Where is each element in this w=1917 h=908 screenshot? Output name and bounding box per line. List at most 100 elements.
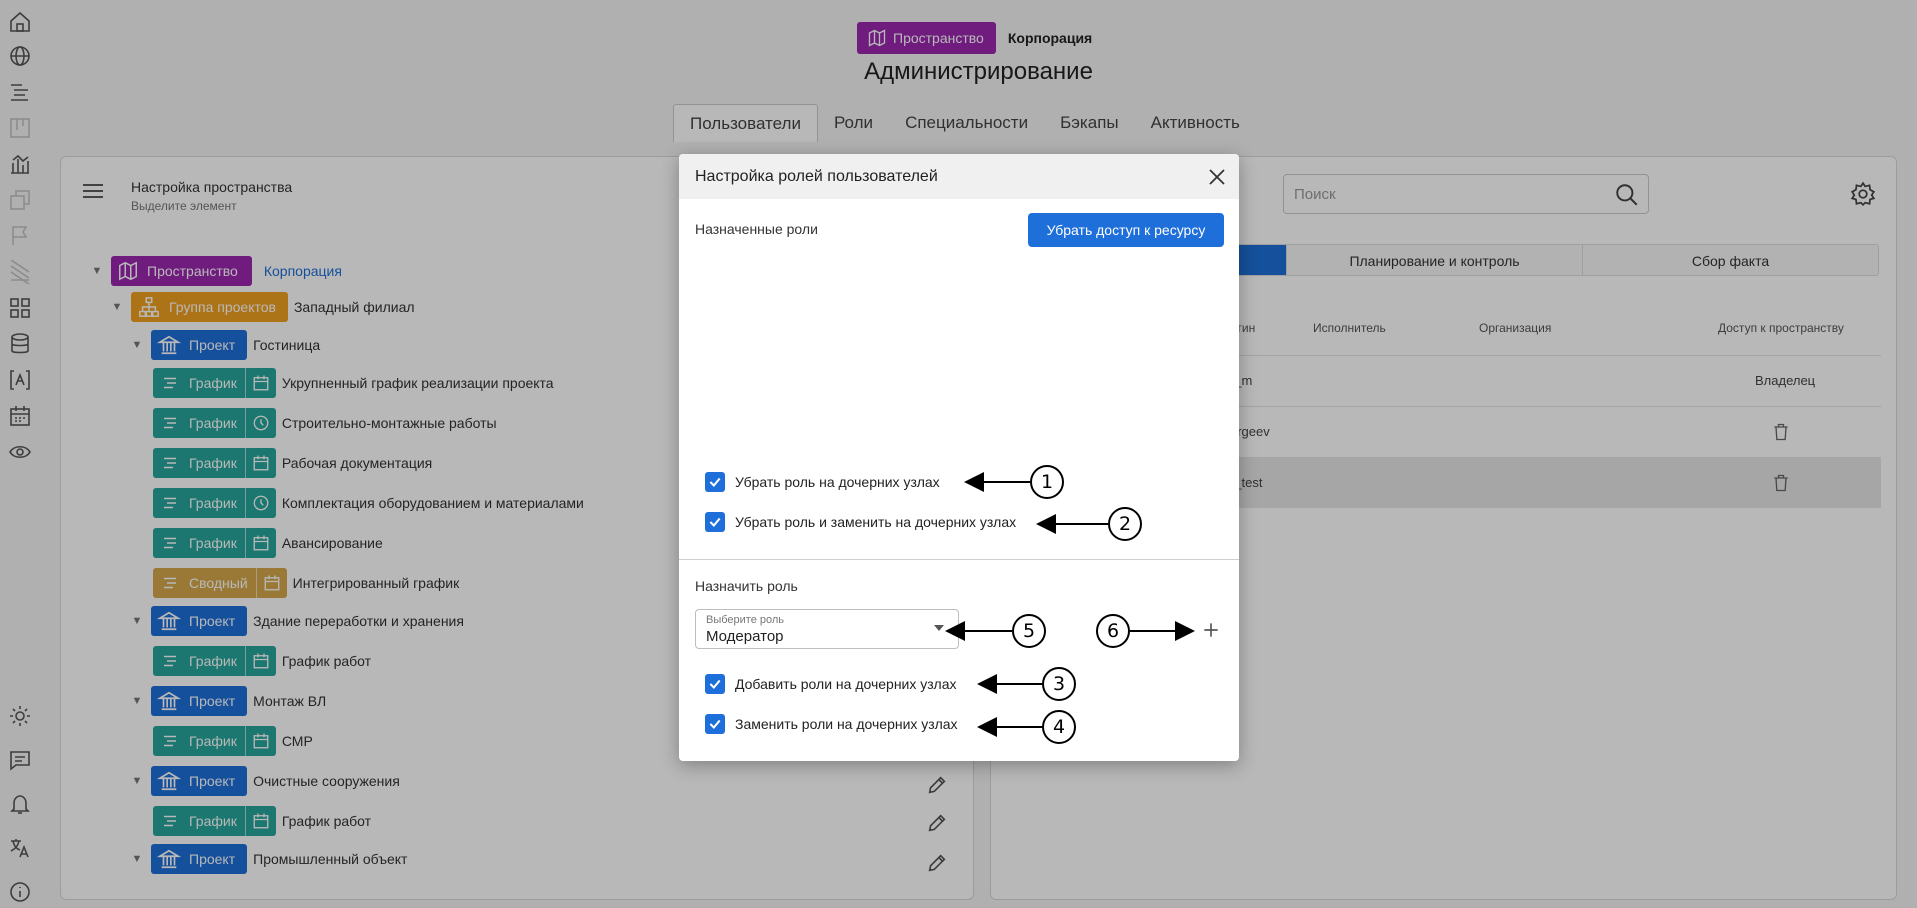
trash-icon[interactable] bbox=[1771, 473, 1791, 493]
gantt-icon bbox=[159, 534, 181, 552]
flag-icon[interactable] bbox=[8, 224, 32, 248]
chip-label: График bbox=[189, 733, 237, 749]
checkbox-label: Убрать роль и заменить на дочерних узлах bbox=[735, 514, 1017, 530]
calendar-icon bbox=[244, 368, 270, 398]
column-header[interactable]: Исполнитель bbox=[1313, 321, 1386, 335]
column-header[interactable]: Доступ к пространству bbox=[1718, 321, 1844, 335]
remove-role-children-checkbox[interactable]: Убрать роль на дочерних узлах bbox=[705, 472, 940, 492]
search-input[interactable]: Поиск bbox=[1283, 174, 1649, 214]
column-header[interactable]: Организация bbox=[1479, 321, 1552, 335]
caret-icon[interactable]: ▼ bbox=[131, 775, 143, 787]
caret-icon[interactable]: ▼ bbox=[111, 301, 123, 313]
edit-icon[interactable] bbox=[926, 812, 948, 834]
caret-icon[interactable]: ▼ bbox=[131, 339, 143, 351]
caret-icon[interactable]: ▼ bbox=[91, 265, 103, 277]
add-roles-children-checkbox[interactable]: Добавить роли на дочерних узлах bbox=[705, 674, 956, 694]
dropdown-arrow-icon[interactable] bbox=[934, 625, 944, 631]
space-chip[interactable]: Пространство bbox=[857, 22, 996, 54]
calendar-icon[interactable] bbox=[8, 404, 32, 428]
copy-icon[interactable] bbox=[8, 188, 32, 212]
tab-backups[interactable]: Бэкапы bbox=[1060, 113, 1119, 132]
board-icon[interactable] bbox=[8, 116, 32, 140]
trash-icon[interactable] bbox=[1771, 422, 1791, 442]
tab-fact[interactable]: Сбор факта bbox=[1582, 245, 1878, 275]
node-label: Промышленный объект bbox=[253, 851, 408, 867]
remove-replace-children-checkbox[interactable]: Убрать роль и заменить на дочерних узлах bbox=[705, 512, 1016, 532]
replace-roles-children-checkbox[interactable]: Заменить роли на дочерних узлах bbox=[705, 714, 958, 734]
corporation-crumb[interactable]: Корпорация bbox=[1007, 30, 1093, 46]
node-label: Авансирование bbox=[281, 535, 383, 551]
list-icon[interactable] bbox=[8, 80, 32, 104]
role-select[interactable]: Выберите роль Модератор bbox=[695, 609, 959, 649]
home-icon[interactable] bbox=[8, 10, 32, 34]
info-icon[interactable] bbox=[8, 880, 32, 904]
gantt-icon bbox=[159, 732, 181, 750]
node-label[interactable]: Корпорация bbox=[263, 263, 342, 279]
search-icon[interactable] bbox=[1614, 182, 1640, 208]
caret-icon[interactable]: ▼ bbox=[131, 615, 143, 627]
caret-icon[interactable]: ▼ bbox=[131, 695, 143, 707]
schedule-chip: График bbox=[153, 368, 276, 398]
tab-specialties[interactable]: Специальности bbox=[905, 113, 1029, 132]
menu-icon[interactable] bbox=[81, 179, 105, 203]
remove-access-button[interactable]: Убрать доступ к ресурсу bbox=[1028, 213, 1224, 247]
checkmark-icon[interactable] bbox=[705, 472, 725, 492]
annotation-marker-1: 1 bbox=[1030, 465, 1064, 499]
users-panel: Поиск Планирование и контроль Сбор факта… bbox=[990, 156, 1897, 900]
edit-icon[interactable] bbox=[926, 774, 948, 796]
project-chip: Проект bbox=[151, 330, 248, 360]
checkmark-icon[interactable] bbox=[705, 714, 725, 734]
add-role-button[interactable] bbox=[1201, 620, 1221, 640]
summary-chip: Сводный bbox=[153, 568, 287, 598]
node-label: Западный филиал bbox=[293, 299, 415, 315]
checkmark-icon[interactable] bbox=[705, 674, 725, 694]
database-icon[interactable] bbox=[8, 332, 32, 356]
text-frame-icon[interactable] bbox=[8, 368, 32, 392]
chip-label: График bbox=[189, 415, 237, 431]
eye-icon[interactable] bbox=[8, 440, 32, 464]
space-chip-label: Пространство bbox=[893, 30, 984, 46]
sun-icon[interactable] bbox=[8, 704, 32, 728]
tree-node-space[interactable]: ▼ Пространство Корпорация bbox=[89, 255, 342, 287]
chart-icon[interactable] bbox=[8, 152, 32, 176]
translate-icon[interactable] bbox=[8, 836, 32, 860]
grid-icon[interactable] bbox=[8, 296, 32, 320]
chip-label: Сводный bbox=[189, 575, 248, 591]
caret-icon[interactable]: ▼ bbox=[131, 853, 143, 865]
gantt-icon bbox=[159, 494, 181, 512]
hierarchy-icon bbox=[137, 296, 161, 318]
lines-icon[interactable] bbox=[8, 260, 32, 284]
tree-node-group[interactable]: ▼ Группа проектов Западный филиал bbox=[109, 291, 415, 323]
checkmark-icon[interactable] bbox=[705, 512, 725, 532]
annotation-marker-5: 5 bbox=[1012, 614, 1046, 648]
gear-icon[interactable] bbox=[1850, 181, 1876, 207]
tab-users[interactable]: Пользователи bbox=[673, 104, 818, 142]
annotation-marker-3: 3 bbox=[1042, 667, 1076, 701]
tab-planning[interactable]: Планирование и контроль bbox=[1286, 245, 1582, 275]
close-icon[interactable] bbox=[1205, 165, 1229, 189]
page-title: Администрирование bbox=[864, 58, 1093, 85]
chat-icon[interactable] bbox=[8, 748, 32, 772]
calendar-icon bbox=[244, 646, 270, 676]
globe-icon[interactable] bbox=[8, 44, 32, 68]
search-placeholder: Поиск bbox=[1294, 185, 1336, 203]
tab-activity[interactable]: Активность bbox=[1150, 113, 1240, 132]
bell-icon[interactable] bbox=[8, 792, 32, 816]
tab-roles[interactable]: Роли bbox=[833, 113, 874, 132]
edit-icon[interactable] bbox=[926, 852, 948, 874]
